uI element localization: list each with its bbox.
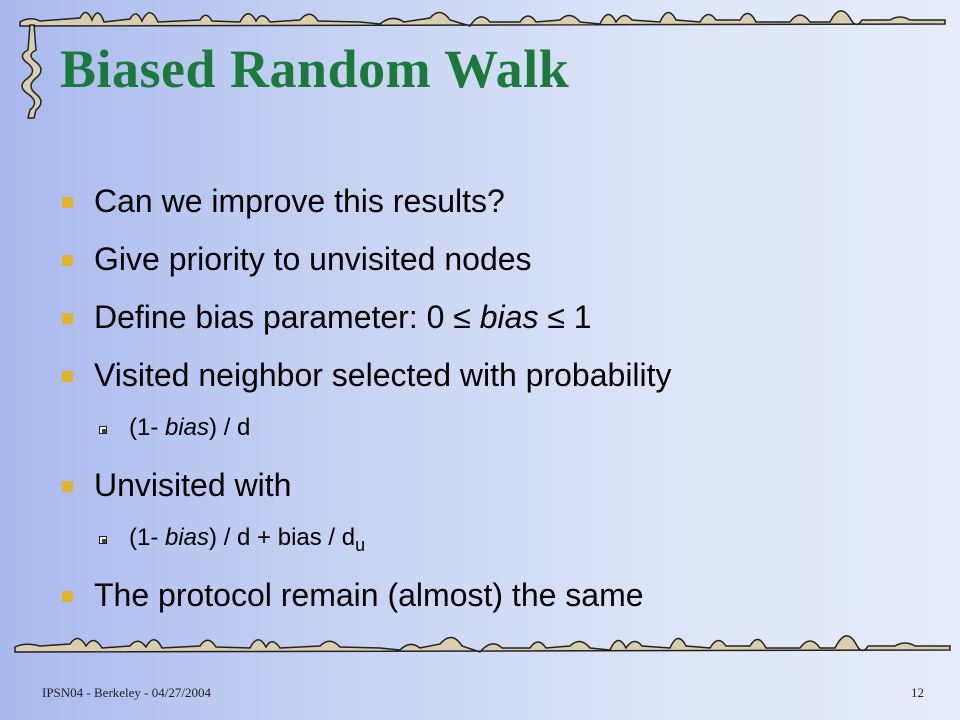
bullet-item: The protocol remain (almost) the same bbox=[62, 570, 942, 628]
square-bullet-icon bbox=[62, 313, 73, 324]
bullet-text-italic: bias bbox=[479, 299, 539, 335]
square-bullet-icon bbox=[62, 481, 73, 492]
sub-bullet-text-post: ) / d bbox=[209, 414, 251, 441]
bullet-item: Give priority to unvisited nodes bbox=[62, 234, 942, 292]
page-number: 12 bbox=[911, 685, 924, 700]
bullet-text-post: ≤ 1 bbox=[538, 299, 592, 335]
slide-title: Biased Random Walk bbox=[60, 39, 570, 99]
bullet-list: Can we improve this results? Give priori… bbox=[62, 176, 942, 628]
sub-bullet-text-pre: (1- bbox=[129, 414, 165, 441]
square-bullet-icon bbox=[62, 371, 73, 382]
bullet-text: Can we improve this results? bbox=[94, 183, 505, 219]
sub-bullet-text-italic: bias bbox=[165, 414, 210, 441]
bullet-item: Visited neighbor selected with probabili… bbox=[62, 350, 942, 408]
bullet-text: Unvisited with bbox=[94, 467, 292, 503]
bullet-text-pre: Define bias parameter: 0 ≤ bbox=[94, 299, 480, 335]
bullet-item: Define bias parameter: 0 ≤ bias ≤ 1 bbox=[62, 292, 942, 350]
sub-bullet-text-pre: (1- bbox=[129, 524, 165, 551]
bullet-item: Can we improve this results? bbox=[62, 176, 942, 234]
sub-bullet-item: (1- bias) / d bbox=[62, 408, 942, 460]
sub-bullet-item: (1- bias) / d + bias / du bbox=[62, 518, 942, 570]
footer-info: IPSN04 - Berkeley - 04/27/2004 bbox=[42, 685, 211, 700]
decorative-wave-top bbox=[19, 10, 946, 27]
hollow-square-bullet-icon bbox=[99, 536, 107, 544]
square-bullet-icon bbox=[62, 591, 73, 602]
decorative-wave-left bbox=[21, 24, 42, 119]
hollow-square-bullet-icon bbox=[99, 426, 107, 434]
sub-bullet-text-post: ) / d + bias / d bbox=[209, 524, 356, 551]
bullet-item: Unvisited with bbox=[62, 460, 942, 518]
bullet-text: The protocol remain (almost) the same bbox=[94, 577, 644, 613]
sub-bullet-text-italic: bias bbox=[165, 524, 210, 551]
bullet-text: Give priority to unvisited nodes bbox=[94, 241, 532, 277]
square-bullet-icon bbox=[62, 197, 73, 208]
decorative-wave-bottom bbox=[14, 635, 951, 653]
square-bullet-icon bbox=[62, 255, 73, 266]
sub-bullet-subscript: u bbox=[355, 535, 366, 555]
bullet-text: Visited neighbor selected with probabili… bbox=[94, 357, 672, 393]
